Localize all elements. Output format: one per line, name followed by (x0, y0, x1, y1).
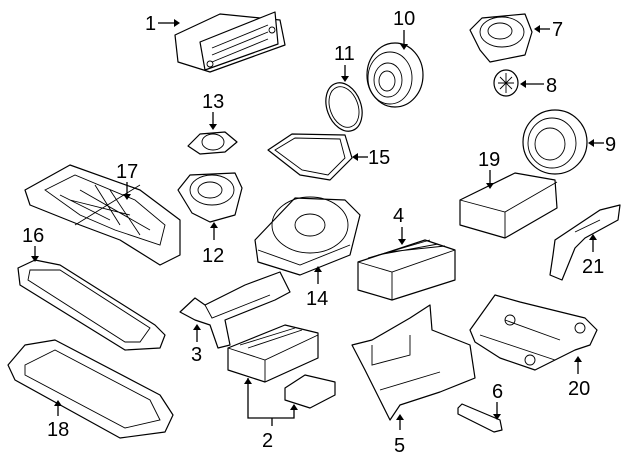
callout-label-10: 10 (393, 8, 415, 30)
callout-label-11: 11 (334, 43, 355, 65)
callout-label-19: 19 (478, 149, 500, 171)
part-2-amplifier (227, 324, 319, 383)
callout-label-9: 9 (605, 134, 616, 156)
part-7-speaker (469, 13, 533, 63)
callout-12: 12 (202, 222, 224, 267)
callout-label-16: 16 (22, 225, 44, 247)
callout-14: 14 (306, 266, 328, 310)
callout-5: 5 (394, 414, 405, 457)
part-10-speaker (366, 42, 424, 108)
part-8-tweeter (493, 69, 519, 97)
callout-9: 9 (588, 134, 616, 156)
part-14-subwoofer (254, 196, 361, 276)
callout-label-6: 6 (492, 381, 503, 403)
callout-10: 10 (393, 8, 415, 50)
callout-2: 2 (244, 378, 298, 452)
callout-20: 20 (568, 356, 590, 400)
part-9-speaker (522, 109, 588, 175)
callout-8: 8 (520, 75, 557, 97)
callout-label-12: 12 (202, 245, 224, 267)
callout-17: 17 (116, 161, 138, 200)
callout-16: 16 (22, 225, 44, 262)
callout-1: 1 (145, 13, 180, 35)
part-19-control-unit (459, 172, 558, 239)
part-18-trim-bezel (7, 339, 174, 439)
part-13-tweeter (187, 131, 238, 155)
part-3-bracket (179, 271, 291, 349)
part-11-gasket-ring (325, 82, 363, 132)
part-17-grille-frame (24, 164, 181, 266)
callout-label-7: 7 (552, 19, 563, 41)
callout-label-17: 17 (116, 161, 138, 183)
callout-6: 6 (492, 381, 503, 420)
callout-18: 18 (47, 400, 69, 441)
callout-label-20: 20 (568, 378, 590, 400)
callout-11: 11 (334, 43, 355, 82)
part-20-bracket (469, 294, 598, 371)
callout-label-18: 18 (47, 419, 69, 441)
callout-15: 15 (352, 147, 390, 169)
callout-label-15: 15 (368, 147, 390, 169)
callout-label-13: 13 (202, 91, 224, 113)
callout-13: 13 (202, 91, 224, 130)
part-4-module (357, 239, 456, 301)
part-5-bracket (351, 304, 476, 421)
callout-label-8: 8 (546, 75, 557, 97)
callout-7: 7 (534, 19, 563, 41)
callout-label-14: 14 (306, 288, 328, 310)
part-12-speaker (177, 172, 243, 223)
callout-3: 3 (191, 324, 202, 366)
part-1-head-unit (174, 11, 286, 73)
part-21-bracket (549, 204, 621, 281)
callout-label-4: 4 (393, 205, 404, 227)
callout-4: 4 (393, 205, 406, 245)
callout-label-2: 2 (262, 430, 273, 452)
callout-19: 19 (478, 149, 500, 189)
callout-label-21: 21 (582, 256, 604, 278)
part-15-cover-plate (267, 133, 353, 181)
callout-21: 21 (582, 234, 604, 278)
part-16-trim-frame (17, 259, 166, 351)
part-2-cover (284, 374, 336, 409)
part-6-strip (457, 403, 503, 433)
callout-label-5: 5 (394, 435, 405, 457)
callout-label-3: 3 (191, 344, 202, 366)
callout-label-1: 1 (145, 13, 156, 35)
